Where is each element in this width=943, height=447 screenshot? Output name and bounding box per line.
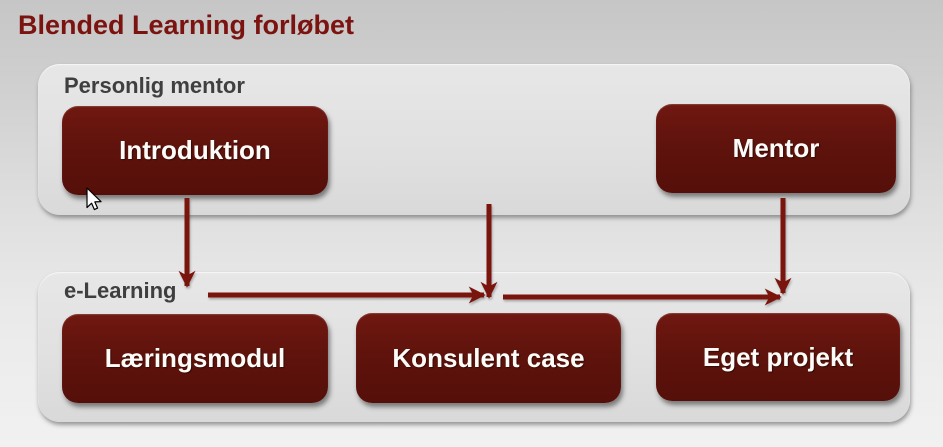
box-eget-projekt-label: Eget projekt — [702, 341, 854, 372]
band-elearning-label: e-Learning — [64, 278, 177, 303]
box-introduktion-label: Introduktion — [119, 135, 271, 165]
box-eget-projekt: Eget projekt — [656, 313, 900, 401]
box-introduktion: Introduktion — [62, 106, 328, 195]
box-konsulent-case: Konsulent case — [356, 313, 621, 403]
page-title: Blended Learning forløbet — [18, 10, 355, 40]
band-personlig-mentor-label: Personlig mentor — [64, 73, 245, 98]
box-konsulent-case-label: Konsulent case — [392, 342, 585, 373]
box-mentor: Mentor — [656, 104, 896, 193]
box-laeringsmodul-label: Læringsmodul — [104, 343, 286, 373]
box-mentor-label: Mentor — [732, 133, 820, 163]
box-laeringsmodul: Læringsmodul — [62, 314, 328, 403]
